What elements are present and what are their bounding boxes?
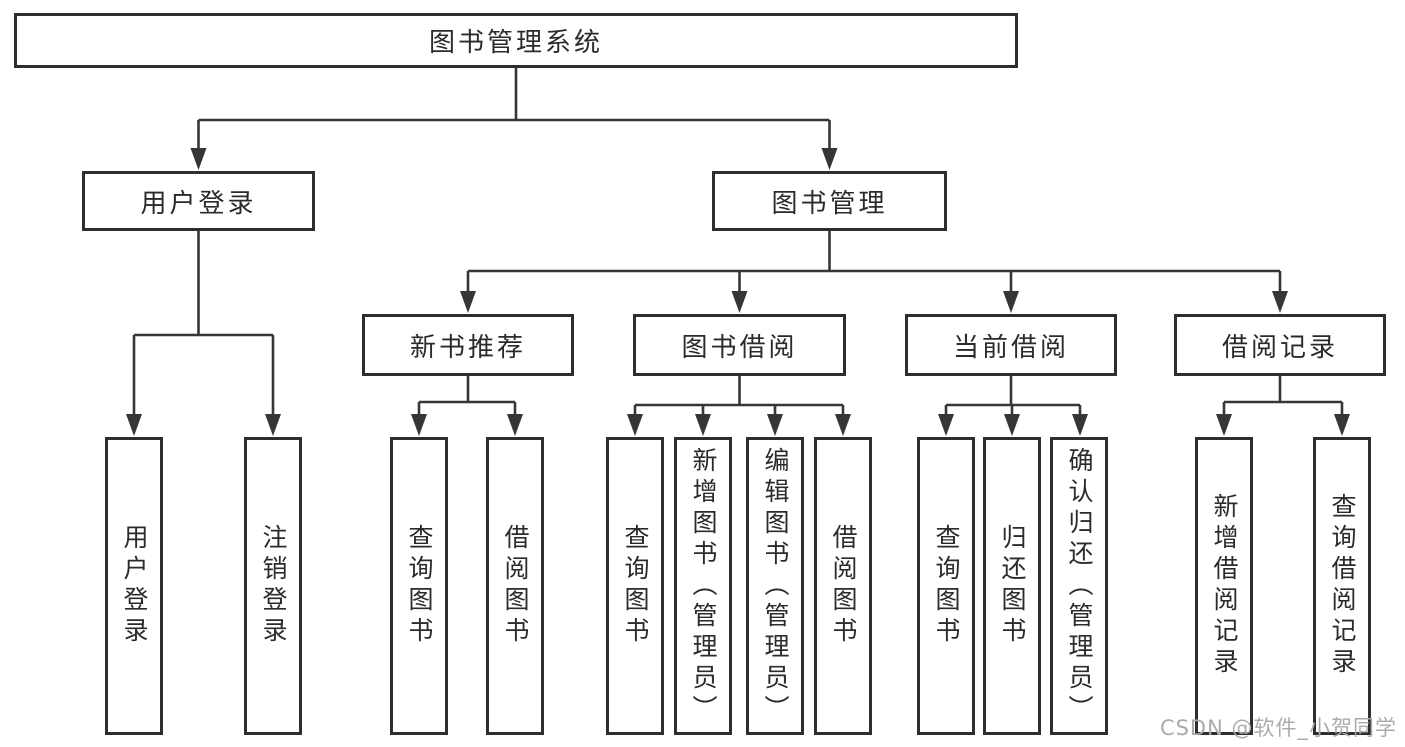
arrow-down-icon [695,414,711,436]
arrow-down-icon [265,414,281,436]
arrow-down-icon [1216,414,1232,436]
arrow-down-icon [190,148,207,170]
leaf-newbook-query-books-label: 查询图书 [405,524,434,648]
node-book-management-label: 图书管理 [771,188,888,219]
arrow-down-icon [126,414,142,436]
leaf-logout: 注销登录 [244,437,302,735]
arrow-down-icon [1003,291,1019,313]
leaf-borrow-borrow-books: 借阅图书 [814,437,872,735]
leaf-logout-label: 注销登录 [259,524,288,648]
leaf-current-confirm-return-admin: 确认归还（管理员） [1050,437,1108,735]
leaf-user-login-label: 用户登录 [120,524,149,648]
connector-login-to-leaves [132,231,275,418]
node-book-borrowing: 图书借阅 [633,314,846,376]
node-current-borrowing: 当前借阅 [905,314,1117,376]
arrow-down-icon [767,414,783,436]
arrow-down-icon [1334,414,1350,436]
leaf-records-query-record-label: 查询借阅记录 [1328,493,1357,679]
node-new-book-recommend: 新书推荐 [362,314,574,376]
leaf-records-query-record: 查询借阅记录 [1313,437,1371,735]
connector-root-to-level2 [197,68,831,152]
connector-records-to-leaves [1222,376,1344,418]
node-borrowing-records: 借阅记录 [1174,314,1386,376]
leaf-newbook-borrow-books: 借阅图书 [486,437,544,735]
node-user-login: 用户登录 [82,171,315,231]
leaf-newbook-borrow-books-label: 借阅图书 [501,524,530,648]
arrow-down-icon [938,414,954,436]
connector-borrow-to-leaves [633,376,845,418]
node-user-login-label: 用户登录 [140,188,257,219]
leaf-current-query-books-label: 查询图书 [932,524,961,648]
connector-newbook-to-leaves [417,376,517,418]
arrow-down-icon [507,414,523,436]
arrow-down-icon [835,414,851,436]
csdn-watermark: CSDN @软件_小贺同学 [1159,716,1397,740]
leaf-borrow-edit-books-admin: 编辑图书（管理员） [746,437,804,735]
arrow-down-icon [411,414,427,436]
leaf-records-add-record: 新增借阅记录 [1195,437,1253,735]
arrow-down-icon [1072,414,1088,436]
leaf-borrow-query-books-label: 查询图书 [621,524,650,648]
leaf-user-login: 用户登录 [105,437,163,735]
leaf-borrow-add-books-admin-label: 新增图书（管理员） [689,446,718,726]
leaf-current-return-books: 归还图书 [983,437,1041,735]
leaf-borrow-edit-books-admin-label: 编辑图书（管理员） [761,446,790,726]
leaf-borrow-add-books-admin: 新增图书（管理员） [674,437,732,735]
leaf-newbook-query-books: 查询图书 [390,437,448,735]
arrow-down-icon [627,414,643,436]
node-root-label: 图书管理系统 [428,28,603,58]
node-new-book-recommend-label: 新书推荐 [409,332,526,363]
connector-current-to-leaves [944,376,1082,418]
arrow-down-icon [1272,291,1288,313]
node-current-borrowing-label: 当前借阅 [952,332,1069,363]
leaf-borrow-borrow-books-label: 借阅图书 [829,524,858,648]
leaf-current-return-books-label: 归还图书 [998,524,1027,648]
arrow-down-icon [731,291,748,313]
leaf-current-confirm-return-admin-label: 确认归还（管理员） [1065,446,1094,726]
node-root: 图书管理系统 [14,13,1018,68]
leaf-borrow-query-books: 查询图书 [606,437,664,735]
node-borrowing-records-label: 借阅记录 [1221,332,1338,363]
arrow-down-icon [1004,414,1020,436]
leaf-records-add-record-label: 新增借阅记录 [1210,493,1239,679]
node-book-management: 图书管理 [712,171,947,231]
leaf-current-query-books: 查询图书 [917,437,975,735]
arrow-down-icon [460,291,476,313]
node-book-borrowing-label: 图书借阅 [681,332,798,363]
connector-mgmt-to-level3 [466,231,1282,296]
arrow-down-icon [821,148,838,170]
